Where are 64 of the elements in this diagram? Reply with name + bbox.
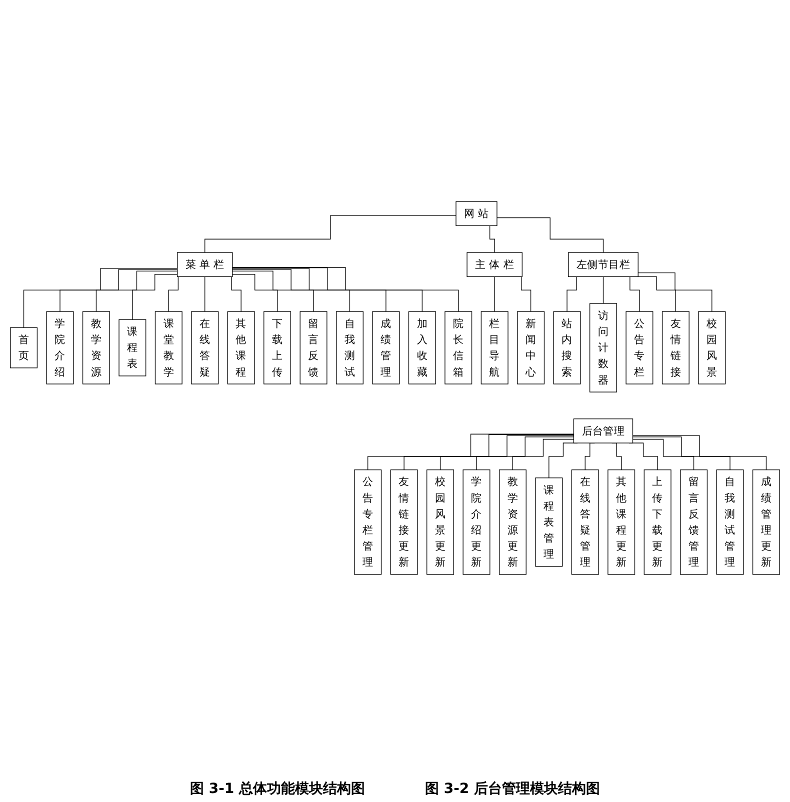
node-box: 下载上传 [264,311,292,384]
connector [232,270,314,312]
connector [512,438,574,470]
node-box: 站内搜索 [553,311,581,384]
node-box: 留言反馈 [300,311,328,384]
figure-caption: 图 3-1 总体功能模块结构图 [190,780,365,798]
node-box: 留言反馈管理 [680,470,708,575]
connector [23,268,178,328]
node-box: 其他课程 [227,311,255,384]
node-box: 教学资源更新 [498,470,526,575]
node-box: 主 体 栏 [466,252,522,277]
connector [496,217,604,253]
connector [204,215,456,253]
node-box: 友情链接 [662,311,690,384]
connector [232,268,386,312]
connector [632,436,730,470]
connector [440,435,574,470]
node-box: 院长信箱 [444,311,472,384]
connector [476,436,574,470]
node-box: 成绩管理 [372,311,400,384]
connector [602,276,604,304]
connector [638,272,712,312]
node-box: 公告专栏 [626,311,654,384]
node-box: 栏目导航 [480,311,508,384]
connector [368,434,574,470]
node-box: 新闻中心 [517,311,545,384]
node-box: 学院介绍 [46,311,74,384]
node-box: 首页 [10,327,38,368]
connector [494,276,495,312]
node-box: 成绩管理更新 [752,470,780,575]
connector [632,438,694,470]
node-box: 课堂教学 [154,311,182,384]
node-box: 在线答疑 [191,311,219,384]
node-box: 其他课程更新 [608,470,636,575]
node-box: 公告专栏管理 [354,470,382,575]
connector [132,274,178,320]
node-box: 后台管理 [573,418,634,444]
node-box: 课程表管理 [535,478,563,567]
node-box: 访问计数器 [590,303,617,392]
figure-caption: 图 3-2 后台管理模块结构图 [425,780,600,798]
connector [232,269,350,312]
connector [204,276,206,312]
node-box: 上传下载更新 [644,470,672,575]
connector [60,269,178,312]
node-box: 自我测试管理 [716,470,744,575]
connector [404,434,574,470]
node-box: 友情链接更新 [390,470,418,575]
node-box: 学院介绍更新 [462,470,490,575]
connector [232,274,278,312]
connector [632,435,767,470]
connector [637,276,676,312]
node-box: 菜 单 栏 [176,252,233,277]
node-box: 在线答疑管理 [571,470,599,575]
connector [232,268,422,312]
node-box: 加入收藏 [408,311,436,384]
connector [232,267,459,312]
node-box: 网 站 [456,201,498,226]
connector [96,270,178,312]
node-box: 课程表 [118,319,146,376]
node-box: 自我测试 [336,311,364,384]
node-box: 校园风景更新 [426,470,454,575]
node-box: 左侧节目栏 [568,252,638,277]
node-box: 教学资源 [82,311,110,384]
node-box: 校园风景 [698,311,726,384]
